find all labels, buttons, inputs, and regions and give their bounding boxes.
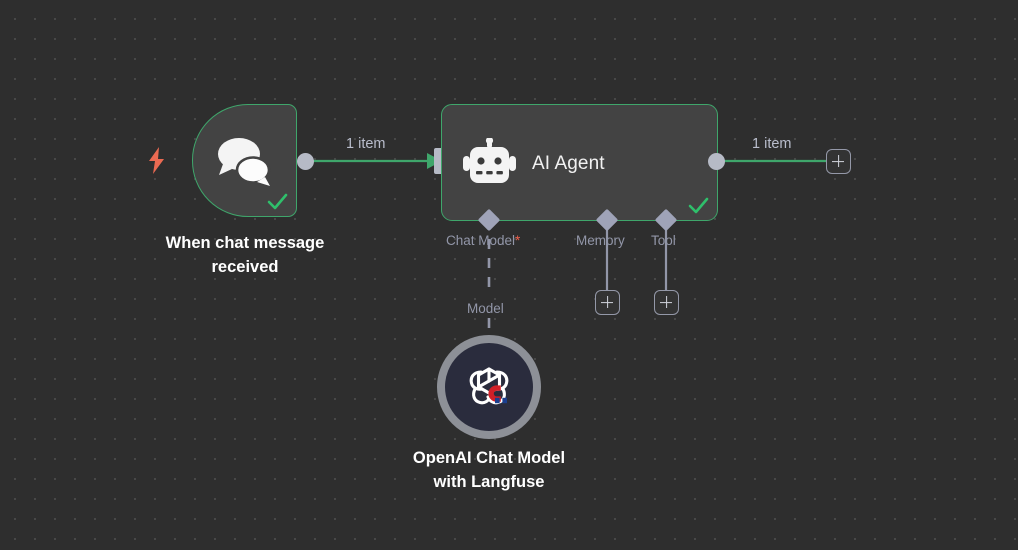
port-label-chat-model: Chat Model* xyxy=(446,233,520,248)
add-tool-node-button[interactable] xyxy=(654,290,679,315)
edge-label-trigger-to-agent: 1 item xyxy=(346,136,386,152)
port-label-tool: Tool xyxy=(651,233,676,248)
agent-input-connector[interactable] xyxy=(434,148,443,174)
openai-caption-line1: OpenAI Chat Model xyxy=(412,449,566,467)
trigger-output-connector[interactable] xyxy=(297,153,314,170)
openai-caption-line2: with Langfuse xyxy=(433,473,545,491)
openai-node-caption: OpenAI Chat Model with Langfuse xyxy=(389,446,589,494)
trigger-node-caption: When chat message received xyxy=(140,231,350,279)
status-success-icon xyxy=(265,190,289,214)
robot-icon xyxy=(463,136,516,188)
lightning-bolt-icon xyxy=(147,147,167,174)
agent-status-success-icon xyxy=(686,194,710,218)
openai-logo-icon xyxy=(461,359,517,415)
chat-bubbles-icon xyxy=(213,135,275,187)
node-openai-chat-model[interactable] xyxy=(437,335,541,439)
add-memory-node-button[interactable] xyxy=(595,290,620,315)
agent-output-connector[interactable] xyxy=(708,153,725,170)
port-label-chat-model-text: Chat Model xyxy=(446,233,516,248)
node-ai-agent[interactable]: AI Agent xyxy=(441,104,718,221)
trigger-caption-line2: received xyxy=(211,258,279,276)
trigger-caption-line1: When chat message xyxy=(165,234,325,252)
port-label-memory: Memory xyxy=(576,233,625,248)
add-next-node-button[interactable] xyxy=(826,149,851,174)
required-asterisk-icon: * xyxy=(515,233,521,248)
edge-label-agent-to-next: 1 item xyxy=(752,136,792,152)
agent-node-title: AI Agent xyxy=(532,152,605,174)
node-when-chat-message-received[interactable] xyxy=(192,104,297,217)
edge-label-model: Model xyxy=(467,301,504,316)
magnet-icon xyxy=(488,385,508,404)
